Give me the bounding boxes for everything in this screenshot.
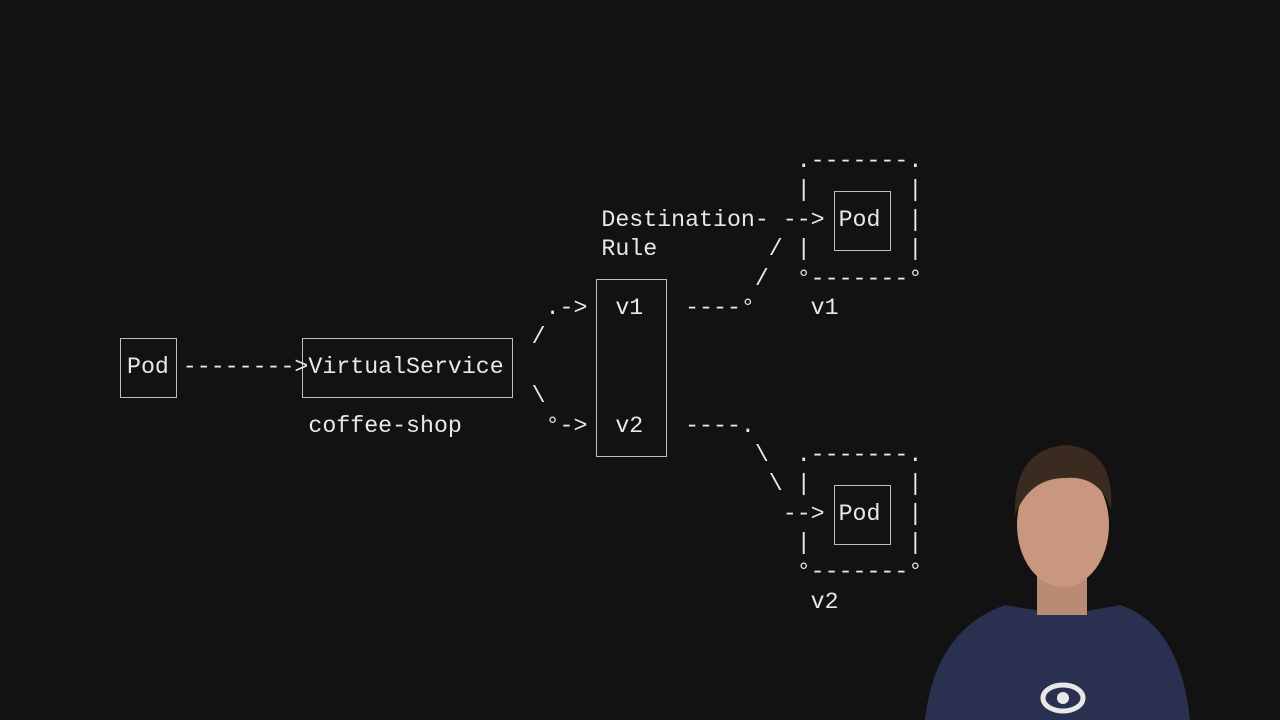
presenter-hair (1014, 445, 1112, 515)
diagram-row: / (127, 324, 546, 351)
pod-source-box (120, 338, 177, 398)
virtualservice-box (302, 338, 513, 398)
presenter-head (1017, 463, 1109, 587)
diagram-row: \ .-------. (127, 441, 923, 468)
presenter-shirt (925, 605, 1190, 720)
ascii-diagram: .-------. | | Destination- --> Pod | Rul… (127, 147, 922, 617)
diagram-row: Destination- --> Pod | (127, 206, 923, 233)
diagram-row: | | (127, 177, 923, 204)
pod-v1-box (834, 191, 891, 251)
diagram-row: / °-------° (127, 265, 923, 292)
diagram-row: .-------. (127, 148, 923, 174)
diagram-row: Pod -------->VirtualService (127, 353, 504, 380)
pod-v2-box (834, 485, 891, 545)
diagram-row: °-------° (127, 559, 923, 586)
diagram-row: \ (127, 383, 546, 410)
diagram-row: \ | | (127, 471, 923, 498)
diagram-row: Rule / | | (127, 236, 923, 263)
destinationrule-subsets-box (596, 279, 667, 457)
diagram-row: .-> v1 ----° v1 (127, 294, 839, 321)
diagram-row: --> Pod | (127, 500, 923, 527)
presenter-video (925, 445, 1190, 720)
eye-icon (1040, 682, 1086, 714)
diagram-row: | | (127, 530, 923, 557)
diagram-row: v2 (127, 588, 839, 615)
diagram-row: coffee-shop °-> v2 ----. (127, 412, 755, 439)
